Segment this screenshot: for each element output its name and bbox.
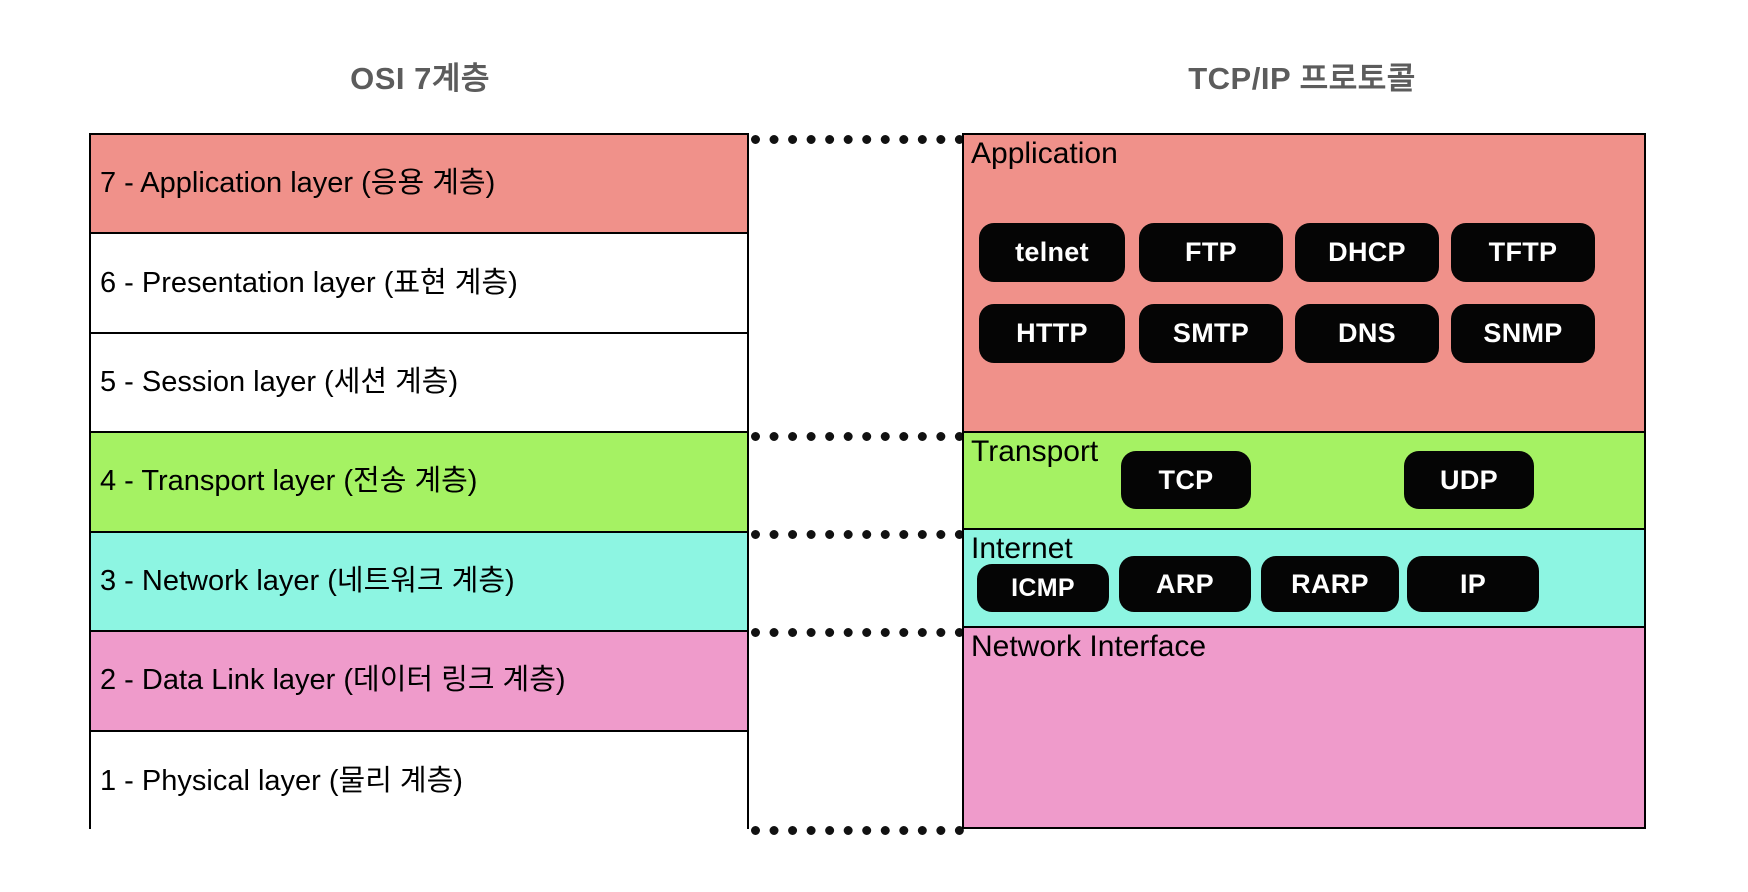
tcpip-application-label: Application: [971, 137, 1118, 170]
osi-layer-7-label: 7 - Application layer (응용 계층): [100, 167, 496, 200]
protocol-badge-ip[interactable]: IP: [1407, 556, 1539, 612]
connector-line-application: [751, 135, 964, 144]
osi-layer-5-session[interactable]: 5 - Session layer (세션 계층): [91, 333, 747, 434]
osi-layer-stack: 7 - Application layer (응용 계층) 6 - Presen…: [89, 133, 749, 831]
protocol-badge-dns[interactable]: DNS: [1295, 304, 1439, 363]
connector-line-bottom: [751, 826, 964, 835]
osi-layer-1-label: 1 - Physical layer (물리 계층): [100, 764, 463, 797]
protocol-badge-dhcp[interactable]: DHCP: [1295, 223, 1439, 282]
protocol-badge-smtp[interactable]: SMTP: [1139, 304, 1283, 363]
protocol-badge-udp[interactable]: UDP: [1404, 451, 1534, 509]
tcpip-network-interface-label: Network Interface: [971, 630, 1207, 663]
protocol-badge-icmp[interactable]: ICMP: [977, 564, 1109, 612]
osi-layer-4-transport[interactable]: 4 - Transport layer (전송 계층): [91, 433, 747, 533]
protocol-badge-telnet[interactable]: telnet: [979, 223, 1125, 282]
tcpip-layer-stack: Application telnet FTP DHCP TFTP HTTP SM…: [962, 133, 1646, 829]
protocol-badge-tcp[interactable]: TCP: [1121, 451, 1251, 509]
osi-layer-7-application[interactable]: 7 - Application layer (응용 계층): [91, 135, 747, 235]
tcpip-layer-transport[interactable]: Transport TCP UDP: [964, 433, 1644, 530]
osi-column-title: OSI 7계층: [350, 61, 490, 96]
osi-layer-4-label: 4 - Transport layer (전송 계층): [100, 465, 478, 498]
connector-line-network-interface-top: [751, 628, 964, 637]
protocol-badge-rarp[interactable]: RARP: [1261, 556, 1399, 612]
tcpip-layer-application[interactable]: Application telnet FTP DHCP TFTP HTTP SM…: [964, 135, 1644, 433]
osi-layer-2-data-link[interactable]: 2 - Data Link layer (데이터 링크 계층): [91, 632, 747, 732]
tcpip-layer-internet[interactable]: Internet ICMP ARP RARP IP: [964, 530, 1644, 628]
osi-layer-1-physical[interactable]: 1 - Physical layer (물리 계층): [91, 731, 747, 831]
osi-layer-2-label: 2 - Data Link layer (데이터 링크 계층): [100, 664, 566, 697]
connector-line-transport-top: [751, 432, 964, 441]
tcpip-layer-network-interface[interactable]: Network Interface: [964, 628, 1644, 827]
osi-layer-6-label: 6 - Presentation layer (표현 계층): [100, 266, 518, 299]
protocol-badge-http[interactable]: HTTP: [979, 304, 1125, 363]
tcpip-transport-label: Transport: [971, 435, 1099, 468]
osi-layer-3-network[interactable]: 3 - Network layer (네트워크 계층): [91, 532, 747, 633]
tcpip-column-title: TCP/IP 프로토콜: [1188, 61, 1416, 96]
osi-layer-6-presentation[interactable]: 6 - Presentation layer (표현 계층): [91, 234, 747, 334]
protocol-badge-snmp[interactable]: SNMP: [1451, 304, 1595, 363]
protocol-badge-arp[interactable]: ARP: [1119, 556, 1251, 612]
protocol-badge-tftp[interactable]: TFTP: [1451, 223, 1595, 282]
protocol-badge-ftp[interactable]: FTP: [1139, 223, 1283, 282]
osi-layer-5-label: 5 - Session layer (세션 계층): [100, 366, 459, 399]
osi-layer-3-label: 3 - Network layer (네트워크 계층): [100, 564, 515, 597]
connector-line-internet-top: [751, 530, 964, 539]
tcpip-internet-label: Internet: [971, 532, 1073, 565]
